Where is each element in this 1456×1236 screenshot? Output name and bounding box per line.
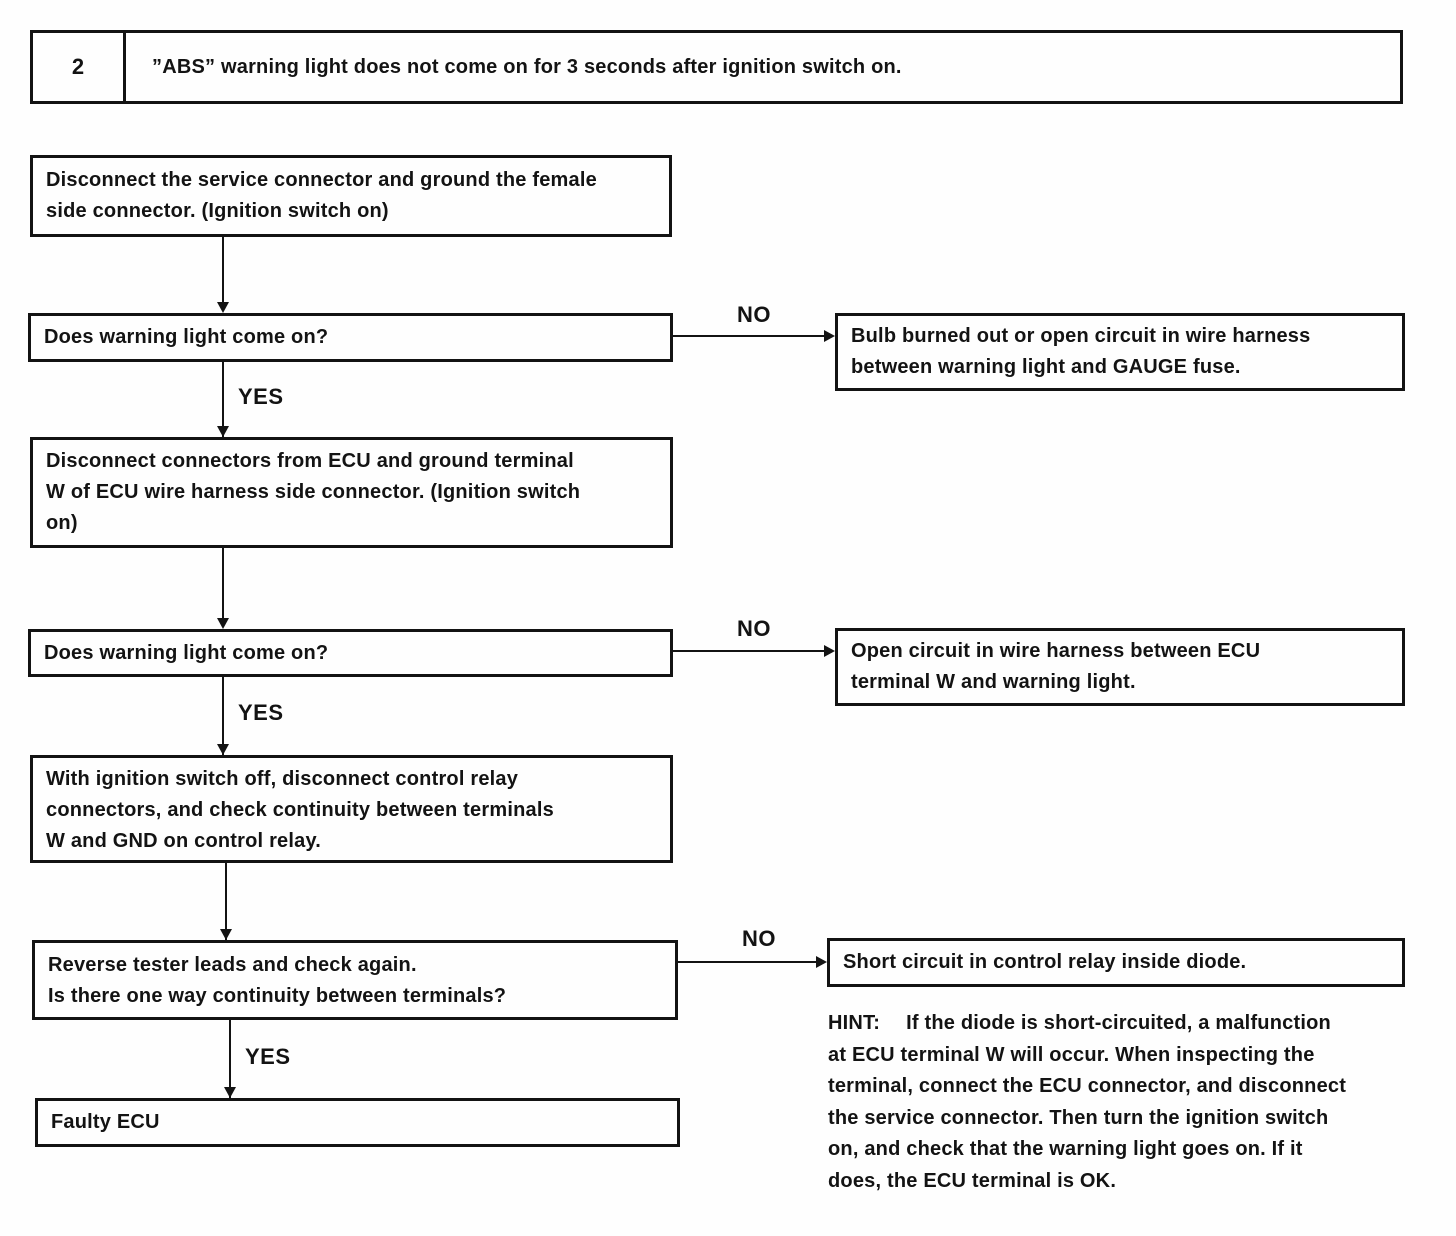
arrow-right-icon bbox=[824, 645, 835, 657]
step-box-check-control-relay: With ignition switch off, disconnect con… bbox=[30, 755, 673, 863]
arrow-down-icon bbox=[217, 302, 229, 313]
step-box-disconnect-ecu-connectors: Disconnect connectors from ECU and groun… bbox=[30, 437, 673, 548]
connector-yes-branch-2 bbox=[222, 677, 224, 755]
arrow-down-icon bbox=[217, 426, 229, 437]
connector-no-branch-1 bbox=[672, 335, 825, 337]
arrow-down-icon bbox=[220, 929, 232, 940]
yes-label-1: YES bbox=[238, 384, 284, 409]
step-box-disconnect-service-connector: Disconnect the service connector and gro… bbox=[30, 155, 672, 237]
question-box-warning-light-1: Does warning light come on? bbox=[28, 313, 673, 362]
problem-title: ”ABS” warning light does not come on for… bbox=[152, 55, 902, 78]
connector-no-branch-3 bbox=[678, 961, 817, 963]
connector-yes-branch-1 bbox=[222, 362, 224, 437]
yes-label-2: YES bbox=[238, 700, 284, 725]
no-label-1: NO bbox=[737, 302, 771, 327]
connector-yes-branch-3 bbox=[229, 1020, 231, 1098]
arrow-down-icon bbox=[217, 618, 229, 629]
hint-note: HINT:If the diode is short-circuited, a … bbox=[828, 1008, 1410, 1197]
no-label-2: NO bbox=[737, 616, 771, 641]
connector-step3-to-question3 bbox=[225, 863, 227, 940]
hint-label: HINT: bbox=[828, 1012, 881, 1034]
connector-step1-to-question1 bbox=[222, 237, 224, 310]
no-label-3: NO bbox=[742, 926, 776, 951]
arrow-right-icon bbox=[824, 330, 835, 342]
question-box-warning-light-2: Does warning light come on? bbox=[28, 629, 673, 677]
connector-step2-to-question2 bbox=[222, 548, 224, 626]
problem-header: 2 ”ABS” warning light does not come on f… bbox=[30, 30, 1403, 104]
result-box-short-circuit-diode: Short circuit in control relay inside di… bbox=[827, 938, 1405, 987]
problem-number: 2 bbox=[33, 33, 126, 101]
question-box-reverse-tester-leads: Reverse tester leads and check again. Is… bbox=[32, 940, 678, 1020]
final-result-box-faulty-ecu: Faulty ECU bbox=[35, 1098, 680, 1147]
arrow-down-icon bbox=[224, 1087, 236, 1098]
hint-text: If the diode is short-circuited, a malfu… bbox=[828, 1012, 1347, 1192]
result-box-open-circuit: Open circuit in wire harness between ECU… bbox=[835, 628, 1405, 706]
arrow-right-icon bbox=[816, 956, 827, 968]
arrow-down-icon bbox=[217, 744, 229, 755]
result-box-bulb-burned-out: Bulb burned out or open circuit in wire … bbox=[835, 313, 1405, 391]
connector-no-branch-2 bbox=[672, 650, 825, 652]
yes-label-3: YES bbox=[245, 1044, 291, 1069]
